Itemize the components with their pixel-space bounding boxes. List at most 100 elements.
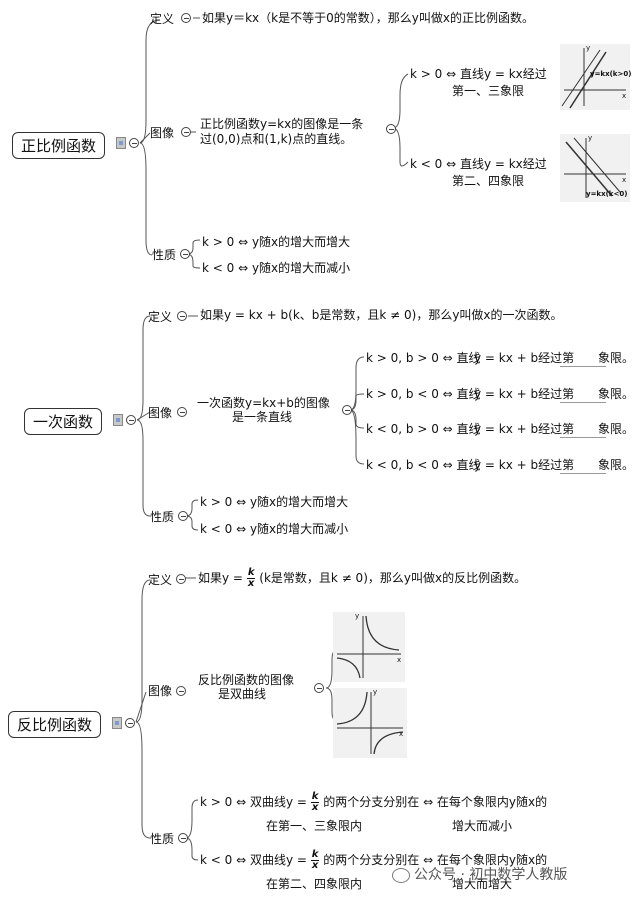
definition-text: 如果y＝kx（k是不等于0的常数），那么y叫做x的正比例函数。 [202, 11, 534, 25]
property-label: 性质 [152, 248, 177, 262]
line-k-negative-2 [573, 137, 621, 193]
case-3-condition: k < 0, b > 0 ⇔ 直线 [366, 422, 481, 436]
graph-negative-slope: y=kx(k<0) y x [560, 134, 630, 202]
hyperbola-branch-q4 [373, 731, 404, 755]
image-label: 图像 [150, 126, 175, 140]
root-node-proportional-function[interactable]: 正比例函数 [12, 132, 106, 159]
definition-label: 定义 [148, 573, 173, 587]
graph-x-axis-label: x [622, 176, 627, 184]
case-4-end: 象限。 [598, 458, 635, 472]
collapse-toggle-icon[interactable] [129, 138, 139, 148]
image-label: 图像 [148, 684, 173, 698]
image-description-line1: 正比例函数y=kx的图像是一条 [200, 117, 364, 131]
image-description-line2: 是一条直线 [232, 410, 293, 424]
graph-x-axis-label: x [399, 730, 404, 738]
property-k-negative-quadrants: 在第二、四象限内 [266, 877, 363, 891]
note-icon[interactable] [112, 717, 122, 729]
root-node-linear-function[interactable]: 一次函数 [24, 408, 103, 435]
definition-label: 定义 [148, 310, 173, 324]
property-k-positive: k > 0 ⇔ y随x的增大而增大 [200, 495, 349, 509]
graph-hyperbola-positive: y x [333, 612, 405, 682]
case-1-blank[interactable] [560, 352, 606, 371]
fraction-denominator: x [247, 578, 255, 589]
collapse-toggle-icon[interactable] [342, 405, 352, 415]
property-k-negative-trend: 增大而增大 [452, 877, 513, 891]
case-1-condition: k > 0, b > 0 ⇔ 直线 [366, 351, 481, 365]
collapse-toggle-icon[interactable] [177, 407, 187, 417]
wechat-icon [392, 867, 410, 883]
image-description-line1: 一次函数y=kx+b的图像 [197, 396, 330, 410]
image-description-line1: 反比例函数的图像 [198, 673, 295, 687]
fraction-numerator: k [310, 849, 320, 861]
fraction-numerator: k [310, 791, 320, 803]
property-k-negative: k < 0 ⇔ y随x的增大而减小 [202, 261, 351, 275]
collapse-toggle-icon[interactable] [181, 13, 191, 23]
root-node-inverse-proportional-function[interactable]: 反比例函数 [8, 711, 102, 738]
property-k-positive-suffix: 的两个分支分别在 ⇔ 在每个象限内y随x的 [323, 795, 548, 809]
image-description-line2: 是双曲线 [218, 687, 267, 701]
case-3-blank[interactable] [560, 423, 606, 442]
graph-negative-slope-svg [564, 137, 626, 198]
property-k-positive: k > 0 ⇔ y随x的增大而增大 [202, 235, 351, 249]
case-2-blank[interactable] [560, 388, 606, 407]
hyperbola-branch-q1 [365, 615, 400, 651]
graph-y-axis-label: y [588, 134, 593, 142]
case-4-blank[interactable] [560, 459, 606, 478]
case-2-end: 象限。 [598, 387, 635, 401]
property-label: 性质 [150, 510, 175, 524]
line-k-positive-2 [561, 49, 601, 107]
hyperbola-branch-q2 [336, 691, 368, 725]
case-k-negative-quadrants: 第二、四象限 [452, 174, 525, 188]
graph-y-axis-label: y [373, 688, 378, 696]
graph-y-axis-label: y [586, 44, 591, 52]
collapse-toggle-icon[interactable] [314, 683, 324, 693]
case-1-end: 象限。 [598, 351, 635, 365]
line-k-negative [565, 141, 613, 197]
collapse-toggle-icon[interactable] [177, 311, 187, 321]
graph-hyperbola-negative-svg [336, 691, 404, 755]
fraction-numerator: k [246, 567, 256, 579]
case-2-equation: y = kx + b经过第 [474, 387, 575, 401]
note-icon[interactable] [113, 414, 123, 426]
collapse-toggle-icon[interactable] [386, 124, 396, 134]
graph-positive-label: y=kx(k>0) [590, 70, 632, 78]
collapse-toggle-icon[interactable] [125, 718, 135, 728]
case-k-positive-quadrants: 第一、三象限 [452, 84, 525, 98]
fraction-denominator: x [311, 860, 319, 871]
case-k-positive: k > 0 ⇔ 直线y = kx经过 [410, 67, 547, 81]
image-description-line2: 过(0,0)点和(1,k)点的直线。 [200, 132, 353, 146]
note-icon[interactable] [116, 137, 126, 149]
graph-hyperbola-negative: y x [333, 688, 407, 758]
graph-x-axis-label: x [622, 92, 627, 100]
collapse-toggle-icon[interactable] [176, 686, 186, 696]
case-3-end: 象限。 [598, 422, 635, 436]
case-4-equation: y = kx + b经过第 [474, 458, 575, 472]
watermark: 公众号 · 初中数学人教版 [392, 864, 567, 884]
definition-label: 定义 [150, 12, 175, 26]
case-4-condition: k < 0, b < 0 ⇔ 直线 [366, 458, 481, 472]
collapse-toggle-icon[interactable] [178, 511, 188, 521]
property-k-positive-quadrants: 在第一、三象限内 [266, 819, 363, 833]
graph-x-axis-label: x [397, 656, 402, 664]
graph-positive-slope: y=kx(k>0) y x [560, 44, 632, 110]
graph-negative-label: y=kx(k<0) [586, 190, 628, 198]
definition-prefix: 如果y = [198, 571, 243, 585]
definition-suffix: (k是常数，且k ≠ 0)，那么y叫做x的反比例函数。 [259, 571, 527, 585]
collapse-toggle-icon[interactable] [180, 249, 190, 259]
collapse-toggle-icon[interactable] [126, 415, 136, 425]
collapse-toggle-icon[interactable] [178, 833, 188, 843]
collapse-toggle-icon[interactable] [176, 574, 186, 584]
graph-positive-slope-svg [561, 48, 626, 109]
collapse-toggle-icon[interactable] [181, 127, 191, 137]
case-3-equation: y = kx + b经过第 [474, 422, 575, 436]
definition-text: 如果y = kx + b(k、b是常数，且k ≠ 0)，那么y叫做x的一次函数。 [200, 308, 563, 322]
graph-hyperbola-positive-svg [336, 615, 401, 679]
case-k-negative: k < 0 ⇔ 直线y = kx经过 [410, 157, 547, 171]
property-k-negative-prefix: k < 0 ⇔ 双曲线y = [200, 853, 307, 867]
